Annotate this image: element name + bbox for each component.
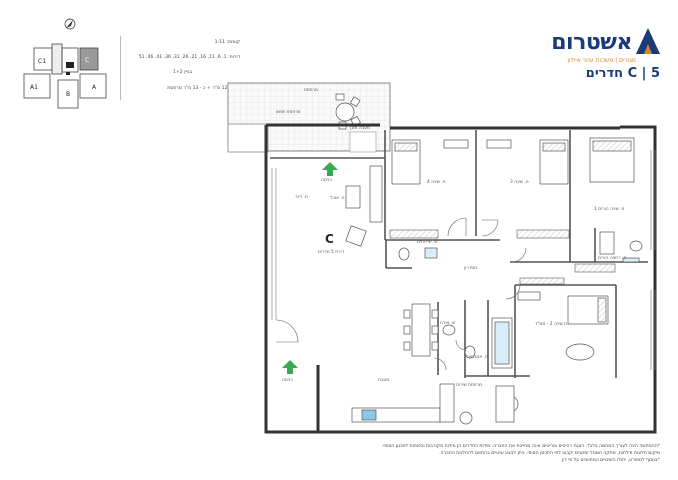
footnote: *ההמחשה הינה לצורך המחשה בלבד. הצגת רהיט… — [260, 444, 660, 463]
balcony — [227, 82, 391, 153]
windows — [271, 150, 656, 370]
label-wc: ש. שירותים — [417, 240, 438, 245]
mamad-bed-icon — [565, 295, 609, 361]
key-plan: C1 C A1 B A — [23, 18, 107, 109]
label-living: ח. דיור — [295, 195, 308, 200]
label-entrance-1: כניסה — [321, 178, 332, 183]
exterior-walls — [264, 123, 657, 434]
label-master-bath: ח. רחצה הורים — [598, 256, 627, 261]
label-kitchen: מטבח — [378, 378, 390, 383]
label-ac: מעבה מזגן — [350, 126, 371, 131]
living-furniture — [345, 165, 383, 247]
interior-walls — [270, 130, 648, 378]
label-master: ח. שינה הורים 1 — [594, 207, 625, 212]
label-bath: ח. אמבטיה — [467, 355, 488, 360]
label-bed-4: ח. שינה 4 — [427, 180, 446, 185]
master-bed-icon — [589, 137, 635, 183]
keyplan-label-b: B — [66, 91, 70, 98]
label-mamad: ח.שינה 2 - ממ"ד — [535, 322, 567, 327]
brand-name: אשטרום — [551, 30, 632, 55]
label-balcony: מרפסת — [304, 88, 318, 93]
brand-tagline: מגורים | משכנת עוזר איילון — [567, 57, 636, 64]
bed-4-icon — [391, 139, 421, 185]
footnote-line-1: *ההמחשה הינה לצורך המחשה בלבד. הצגת רהיט… — [381, 444, 660, 449]
bed-3-icon — [539, 139, 569, 185]
doors — [275, 217, 527, 371]
footnote-line-3: *בנוסף למפורט, יחולו השינויים המחויבים ע… — [560, 458, 660, 463]
entrance-arrow-icon — [282, 162, 338, 374]
label-guest-wc: ש. אורח — [440, 321, 456, 326]
north-arrow-icon — [64, 18, 76, 30]
keyplan-label-a: A — [92, 84, 97, 91]
brand-logo: אשטרום מגורים | משכנת עוזר איילון — [530, 26, 660, 66]
footnote-line-2: מיקום חלונות ודלתות, מתקני חשמל ומזגנים … — [439, 451, 660, 456]
apartment-type-title: C | 5 חדרים — [585, 66, 660, 81]
label-bed-3: ח. שינה 3 — [510, 180, 529, 185]
bathroom-fixtures — [398, 231, 643, 425]
unit-description: דירת 5 חדרים — [318, 250, 344, 255]
label-hall: מסדרון — [464, 266, 478, 271]
label-dining: פ. אוכל — [330, 196, 345, 201]
floors-text: קומות: 1-11 — [214, 40, 240, 45]
logo-mark-icon — [636, 28, 660, 54]
apartments-text: דירות: 1, 6, 11, 16, 21, 26, 31, 36, 41,… — [138, 55, 240, 60]
keyplan-label-c1: C1 — [38, 58, 46, 65]
label-balcony-sun: מרפסת שמש — [276, 110, 301, 115]
header-divider — [120, 36, 121, 100]
unit-letter: C — [325, 232, 334, 246]
keyplan-label-a1: A1 — [30, 84, 38, 91]
keyplan-label-c: C — [85, 57, 89, 64]
wardrobes — [389, 229, 616, 285]
building-text: בניין 1+2 — [173, 70, 192, 75]
desks — [443, 139, 541, 301]
label-laundry: מרפסת שירות — [456, 383, 482, 388]
label-entrance-2: כניסה — [282, 378, 293, 383]
dining-table-icon — [403, 303, 439, 357]
kitchen-counter — [351, 383, 455, 423]
